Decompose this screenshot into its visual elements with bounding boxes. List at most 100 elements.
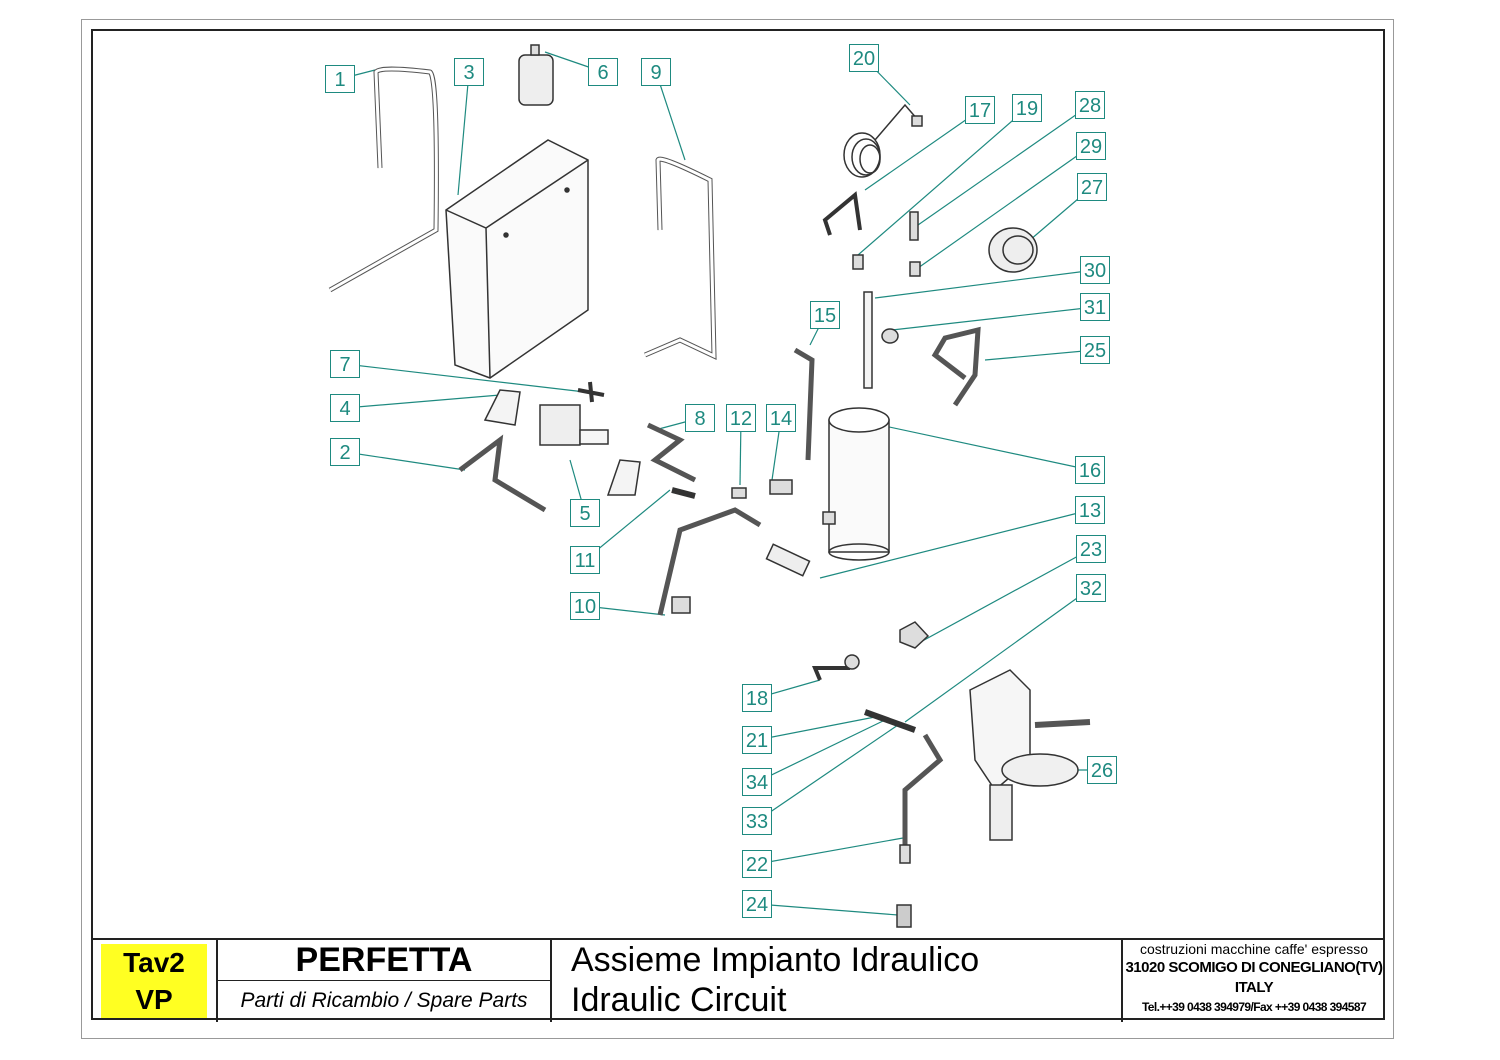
callout-30: 30 bbox=[1080, 256, 1110, 284]
leader-line bbox=[655, 71, 686, 161]
company-address: 31020 SCOMIGO DI CONEGLIANO(TV) bbox=[1125, 959, 1383, 976]
callout-33: 33 bbox=[742, 807, 772, 835]
callout-10: 10 bbox=[570, 592, 600, 620]
part-pipe-1 bbox=[328, 66, 439, 293]
callout-6: 6 bbox=[588, 58, 618, 86]
callout-22: 22 bbox=[742, 850, 772, 878]
callout-27: 27 bbox=[1077, 173, 1107, 201]
callout-26: 26 bbox=[1087, 756, 1117, 784]
callout-14: 14 bbox=[766, 404, 796, 432]
part-pipe-2 bbox=[458, 434, 547, 513]
divider bbox=[1121, 940, 1123, 1022]
table-number: Tav2 bbox=[123, 947, 185, 978]
callout-31: 31 bbox=[1080, 293, 1110, 321]
part-gauge-flange bbox=[988, 227, 1038, 273]
callout-20: 20 bbox=[849, 44, 879, 72]
divider bbox=[550, 940, 552, 1022]
company-contacts: Tel.++39 0438 394979/Fax ++39 0438 39458… bbox=[1141, 1000, 1367, 1014]
callout-8: 8 bbox=[685, 404, 715, 432]
callout-7: 7 bbox=[330, 350, 360, 378]
part-pump-5 bbox=[539, 404, 609, 446]
part-bracket-4 bbox=[483, 389, 521, 426]
part-tee-7 bbox=[577, 381, 605, 403]
part-valve-13 bbox=[765, 543, 811, 577]
leader-line bbox=[857, 107, 1028, 256]
leader-line bbox=[984, 349, 1096, 361]
part-pipe-17 bbox=[822, 191, 862, 236]
leader-line bbox=[344, 394, 501, 409]
leader-line bbox=[864, 109, 981, 191]
callout-17: 17 bbox=[965, 96, 995, 124]
part-pipe-8 bbox=[646, 422, 697, 483]
part-boiler bbox=[822, 407, 890, 561]
title-english: Idraulic Circuit bbox=[571, 981, 787, 1019]
part-water-tank bbox=[445, 139, 589, 379]
leader-lines bbox=[339, 51, 1102, 916]
company-info: costruzioni macchine caffe' espresso 310… bbox=[1123, 940, 1385, 1016]
parts bbox=[328, 44, 1091, 928]
part-pipe-15 bbox=[793, 347, 815, 461]
callout-16: 16 bbox=[1075, 456, 1105, 484]
callout-5: 5 bbox=[570, 499, 600, 527]
company-country: ITALY bbox=[1234, 979, 1274, 996]
leader-line bbox=[756, 724, 899, 822]
callout-3: 3 bbox=[454, 58, 484, 86]
leader-line bbox=[914, 548, 1092, 646]
callout-13: 13 bbox=[1075, 496, 1105, 524]
callout-18: 18 bbox=[742, 684, 772, 712]
leader-line bbox=[917, 104, 1091, 226]
leader-line bbox=[344, 363, 586, 393]
model-name: PERFETTA bbox=[295, 941, 473, 979]
parts-21-34-33 bbox=[863, 709, 917, 733]
callout-21: 21 bbox=[742, 726, 772, 754]
callout-9: 9 bbox=[641, 58, 671, 86]
part-coil bbox=[843, 103, 923, 178]
leader-line bbox=[457, 71, 470, 196]
table-code: Tav2 VP bbox=[101, 944, 207, 1018]
leader-line bbox=[756, 719, 886, 783]
callout-23: 23 bbox=[1076, 535, 1106, 563]
leader-line bbox=[874, 269, 1096, 299]
divider bbox=[216, 940, 218, 1022]
leader-line bbox=[904, 587, 1092, 723]
callout-25: 25 bbox=[1080, 336, 1110, 364]
callout-4: 4 bbox=[330, 394, 360, 422]
part-bracket bbox=[606, 459, 641, 496]
callout-32: 32 bbox=[1076, 574, 1106, 602]
part-pipe-18 bbox=[812, 666, 850, 681]
leader-line bbox=[917, 145, 1092, 269]
part-steam-valve-26 bbox=[969, 669, 1091, 841]
part-pipe-25 bbox=[931, 326, 981, 407]
callout-34: 34 bbox=[742, 768, 772, 796]
part-filter-24 bbox=[896, 904, 912, 928]
part-tube-30 bbox=[863, 291, 873, 389]
leader-line bbox=[891, 306, 1096, 331]
callout-12: 12 bbox=[726, 404, 756, 432]
leader-line bbox=[756, 903, 899, 916]
leader-line bbox=[819, 509, 1091, 579]
part-pipe-9 bbox=[644, 156, 717, 360]
callout-24: 24 bbox=[742, 890, 772, 918]
divider bbox=[218, 980, 550, 981]
title-block: Tav2 VP PERFETTA Parti di Ricambio / Spa… bbox=[91, 938, 1385, 1022]
callout-28: 28 bbox=[1075, 91, 1105, 119]
part-filter bbox=[518, 44, 554, 106]
leader-line bbox=[344, 451, 466, 471]
part-knob-23 bbox=[899, 621, 930, 649]
callout-1: 1 bbox=[325, 65, 355, 93]
part-pipe-22 bbox=[902, 733, 944, 850]
title-italian: Assieme Impianto Idraulico bbox=[571, 941, 980, 979]
callout-29: 29 bbox=[1076, 132, 1106, 160]
sheet-border bbox=[81, 19, 1394, 1039]
part-elbow-11 bbox=[671, 487, 696, 499]
leader-line bbox=[756, 837, 904, 865]
callout-15: 15 bbox=[810, 301, 840, 329]
drawing-frame bbox=[91, 29, 1385, 1020]
document-subtitle: Parti di Ricambio / Spare Parts bbox=[240, 989, 528, 1012]
callout-11: 11 bbox=[570, 546, 600, 574]
part-pipe-10 bbox=[657, 507, 762, 616]
leader-line bbox=[756, 716, 876, 741]
callout-2: 2 bbox=[330, 438, 360, 466]
